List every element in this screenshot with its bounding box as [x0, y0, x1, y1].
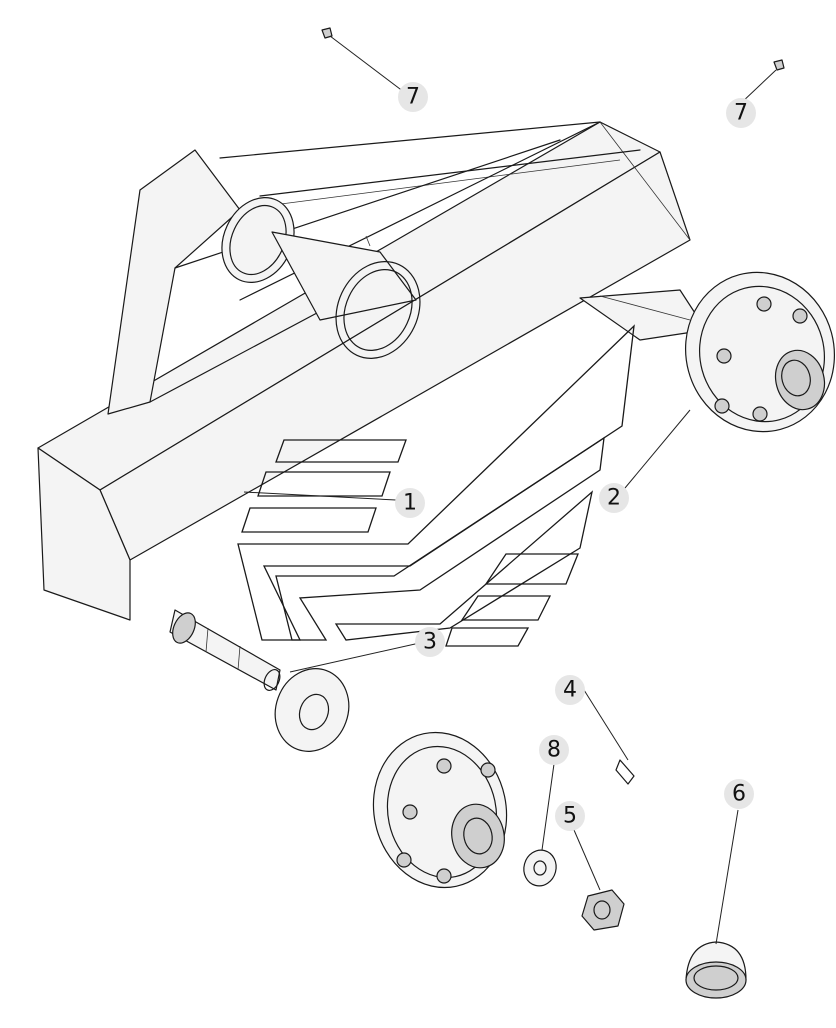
castle-nut [573, 829, 625, 931]
callout-7-right: 7 [726, 98, 756, 128]
grease-nipple-right [739, 59, 785, 105]
callout-7-top: 7 [398, 82, 428, 112]
callout-label: 2 [607, 486, 621, 511]
callout-3: 3 [415, 627, 445, 657]
callout-6: 6 [724, 779, 754, 809]
leader-part-1 [243, 491, 397, 501]
callout-label: 4 [563, 678, 577, 703]
callout-label: 3 [423, 630, 437, 655]
hub-exploded [372, 731, 508, 889]
callout-2: 2 [599, 483, 629, 513]
split-pin [583, 689, 635, 785]
callout-label: 6 [732, 782, 746, 807]
callout-4: 4 [555, 675, 585, 705]
grease-nipple-left [321, 27, 405, 93]
callout-5: 5 [555, 801, 585, 831]
logo-decal [237, 324, 635, 647]
callout-label: 8 [547, 738, 561, 763]
axle-washer [523, 763, 557, 887]
dust-cap [685, 809, 747, 999]
axle-frame [37, 121, 707, 691]
callout-label: 1 [403, 491, 417, 516]
callout-label: 7 [406, 85, 420, 110]
callout-label: 7 [734, 101, 748, 126]
hub-assembled [619, 271, 836, 495]
callout-label: 5 [563, 804, 577, 829]
callout-8: 8 [539, 735, 569, 765]
callout-1: 1 [395, 488, 425, 518]
thrust-washer [274, 641, 425, 752]
